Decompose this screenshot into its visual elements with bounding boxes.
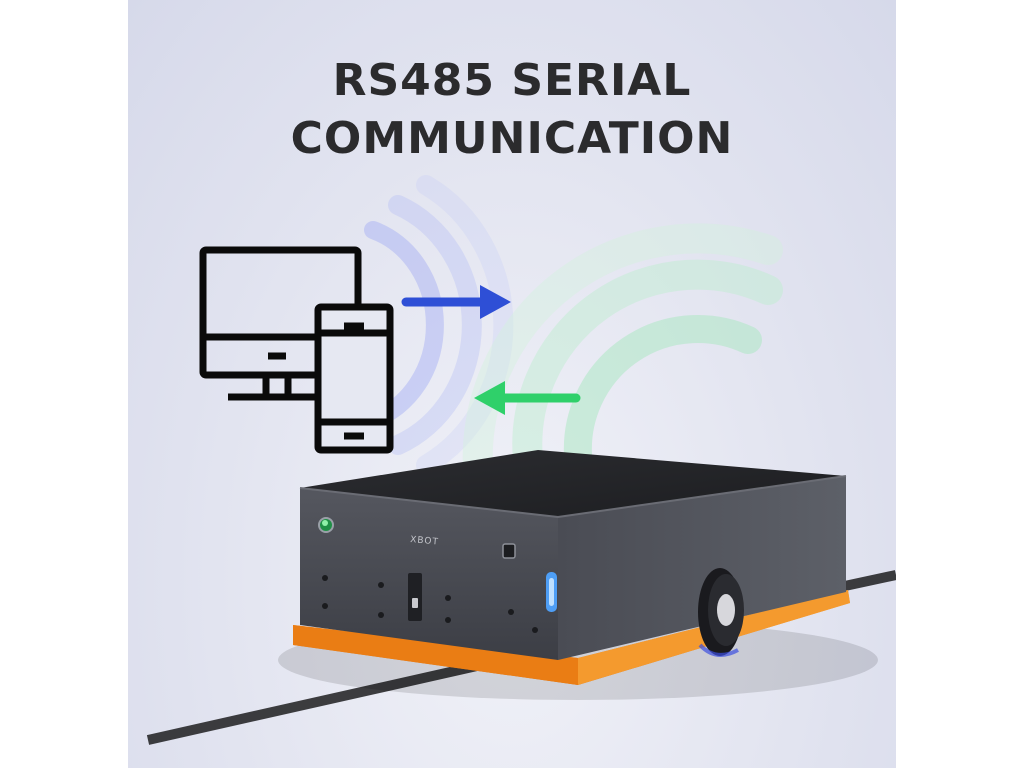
computer-monitor-icon — [199, 246, 362, 401]
headline: RS485 SERIAL COMMUNICATION — [128, 52, 896, 168]
receive-signal-waves — [462, 223, 783, 485]
panel-screws — [322, 575, 538, 633]
robot-wheel — [698, 568, 744, 657]
send-signal-waves — [364, 175, 514, 475]
send-arrow-icon — [401, 285, 511, 319]
robot-brand-label: XBOT — [410, 535, 440, 547]
front-connector-port — [502, 543, 516, 559]
charging-contact-plate — [408, 573, 422, 621]
headline-line-2: COMMUNICATION — [290, 113, 734, 164]
agv-robot: XBOT — [299, 450, 847, 660]
smartphone-icon — [314, 303, 394, 454]
receive-arrow-icon — [474, 381, 581, 415]
product-image: XBOT RS485 SERIAL COMMUNICATION — [128, 0, 896, 768]
headline-line-1: RS485 SERIAL — [332, 55, 692, 106]
scene-illustration: XBOT — [146, 175, 896, 745]
